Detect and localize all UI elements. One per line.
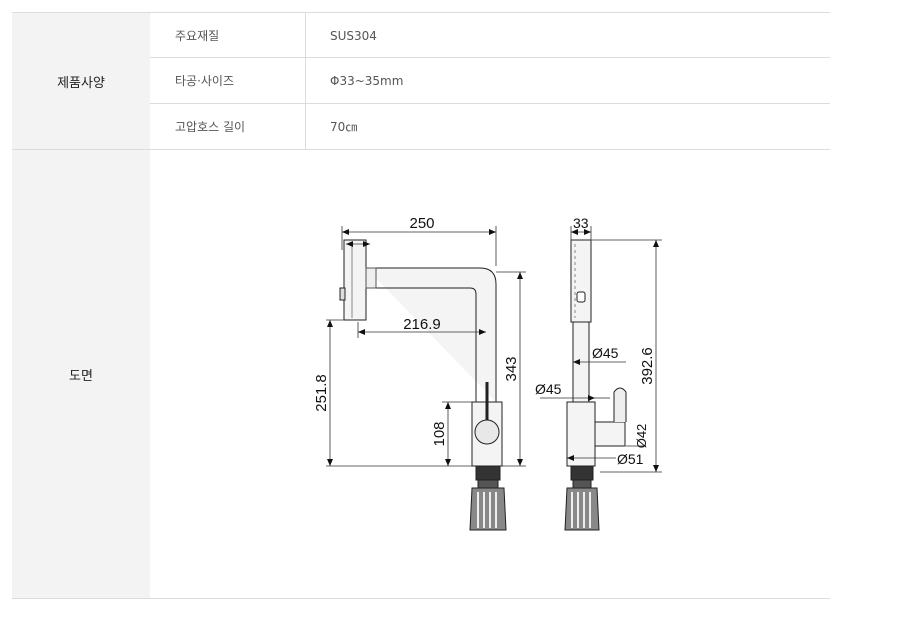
spec-row-hole-value: Φ33~35mm bbox=[306, 58, 830, 103]
front-width-dim: 250 bbox=[409, 215, 434, 232]
spec-column-divider bbox=[305, 13, 306, 149]
spout-arm bbox=[366, 267, 497, 402]
row-divider bbox=[150, 57, 830, 58]
hole-size-value: Φ33~35mm bbox=[330, 73, 404, 88]
side-body-diameter-dim: Ø45 bbox=[535, 381, 562, 397]
drawing-header: 도면 bbox=[12, 150, 150, 598]
front-dimensions bbox=[326, 226, 526, 467]
side-view bbox=[564, 239, 627, 531]
side-neck-diameter-dim: Ø45 bbox=[592, 345, 619, 361]
spec-group-header: 제품사양 bbox=[12, 13, 150, 149]
spec-row-material-value: SUS304 bbox=[306, 13, 830, 58]
front-view bbox=[339, 239, 507, 531]
side-dimensions bbox=[540, 226, 662, 473]
hose-length-label: 고압호스 길이 bbox=[175, 120, 246, 134]
spray-button bbox=[339, 287, 346, 301]
drawing-label: 도면 bbox=[69, 368, 93, 384]
table-bottom-border bbox=[12, 598, 830, 599]
row-divider bbox=[150, 103, 830, 104]
side-base-diameter-dim: Ø51 bbox=[617, 451, 644, 467]
hole-size-label: 타공·사이즈 bbox=[175, 74, 235, 88]
side-total-height-dim: 392.6 bbox=[639, 347, 656, 385]
spec-row-hole-label: 타공·사이즈 bbox=[150, 58, 305, 103]
handle-knob bbox=[474, 419, 500, 445]
material-value: SUS304 bbox=[330, 28, 377, 43]
front-reach-dim: 216.9 bbox=[403, 316, 441, 333]
front-body-height-dim: 108 bbox=[431, 421, 448, 446]
spec-row-hose-value: 70㎝ bbox=[306, 104, 830, 149]
mount-thread bbox=[469, 487, 507, 531]
side-handle-diameter-dim: Ø42 bbox=[634, 424, 649, 449]
spec-group-label: 제품사양 bbox=[57, 75, 105, 91]
spec-row-hose-label: 고압호스 길이 bbox=[150, 104, 305, 149]
side-head-width-dim: 33 bbox=[573, 215, 589, 231]
table-top-border bbox=[12, 12, 830, 13]
side-handle-base bbox=[594, 421, 626, 447]
spray-head bbox=[343, 239, 367, 321]
spec-row-material-label: 주요재질 bbox=[150, 13, 305, 58]
material-label: 주요재질 bbox=[175, 29, 220, 43]
front-spout-height-dim: 251.8 bbox=[313, 374, 330, 412]
section-divider bbox=[12, 149, 830, 150]
side-body bbox=[566, 401, 596, 467]
side-spray-head bbox=[570, 239, 592, 323]
front-total-height-dim: 343 bbox=[503, 356, 520, 381]
side-mount-thread bbox=[564, 487, 600, 531]
hose-length-value: 70㎝ bbox=[330, 120, 358, 134]
side-handle-lever bbox=[613, 387, 627, 422]
